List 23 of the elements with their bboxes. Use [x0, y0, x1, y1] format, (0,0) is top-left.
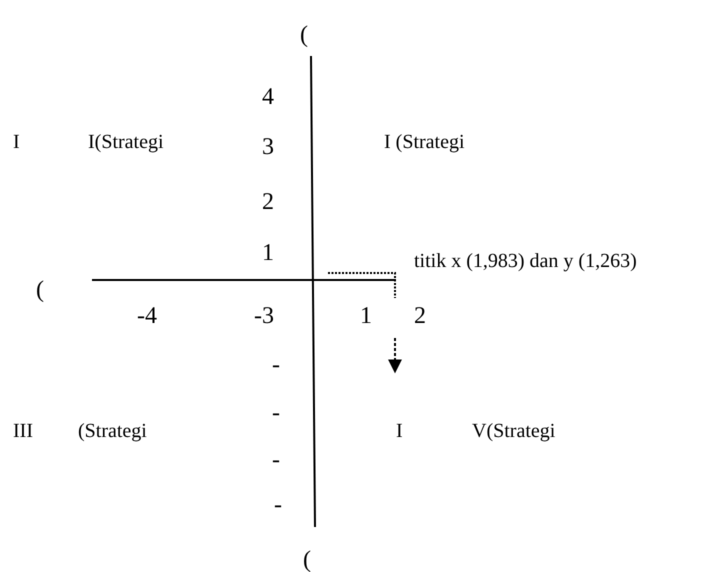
quadrant-number: I [13, 131, 20, 153]
tick-label: 4 [262, 84, 274, 110]
quadrant-label: (Strategi [78, 420, 147, 442]
tick-label: - [272, 400, 280, 426]
tick-label: 1 [262, 240, 274, 266]
tick-label: 3 [262, 134, 274, 160]
tick-label: -4 [137, 303, 157, 330]
quadrant-label: I(Strategi [88, 131, 164, 153]
tick-label: 2 [262, 189, 274, 216]
tick-label: -3 [254, 303, 274, 330]
axis-label: ( [36, 277, 44, 304]
axis-label: ( [303, 547, 311, 572]
point-annotation: titik x (1,983) dan y (1,263) [414, 250, 637, 272]
tick-label: - [272, 352, 280, 378]
tick-label: 2 [414, 303, 426, 330]
quadrant-label: I (Strategi [384, 131, 465, 153]
tick-label: - [272, 447, 280, 474]
quadrant-label: V(Strategi [472, 420, 556, 442]
tick-label: 1 [360, 303, 372, 330]
tick-label: - [274, 492, 282, 518]
axis-label: ( [300, 22, 308, 48]
quadrant-number: I [396, 420, 403, 442]
quadrant-number: III [13, 420, 33, 442]
